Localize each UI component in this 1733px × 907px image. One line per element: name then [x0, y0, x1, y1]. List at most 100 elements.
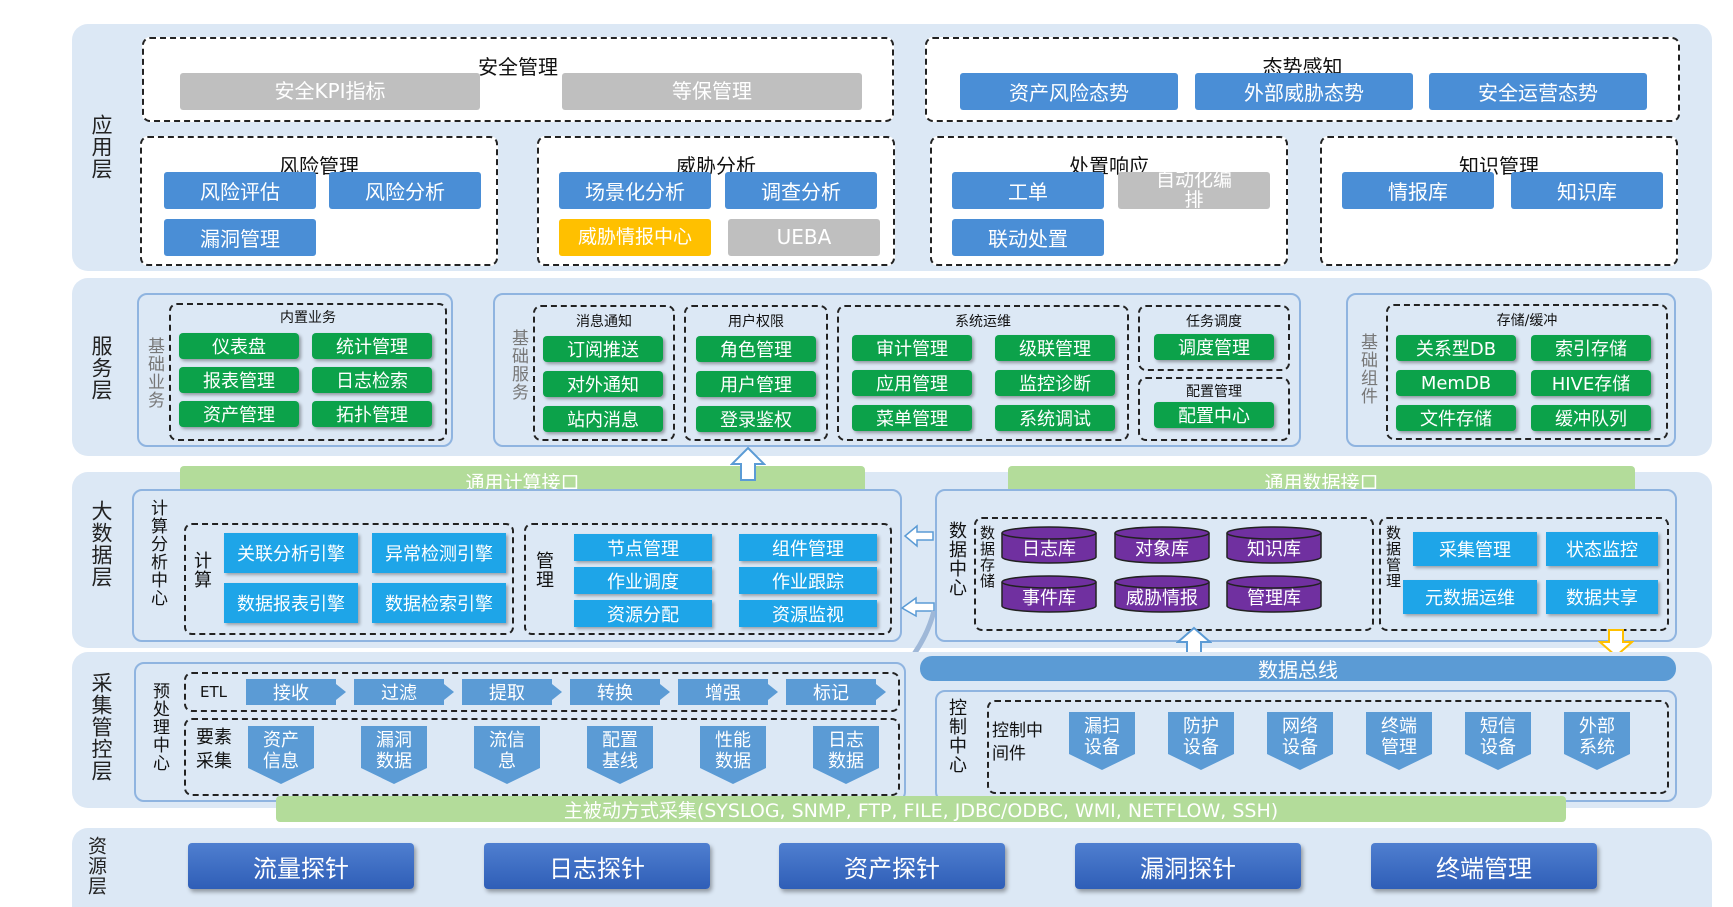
- risk-assessment-button[interactable]: 风险评估: [164, 172, 316, 209]
- cascade-management-button[interactable]: 级联管理: [995, 335, 1115, 361]
- resource-monitor-button[interactable]: 资源监视: [739, 600, 877, 627]
- index-storage-button[interactable]: 索引存储: [1531, 335, 1651, 361]
- resource-allocation-button[interactable]: 资源分配: [574, 600, 712, 627]
- app-management-button[interactable]: 应用管理: [852, 370, 972, 396]
- asset-management-button[interactable]: 资产管理: [179, 401, 299, 427]
- security-management-box: 安全管理 安全KPI指标 等保管理: [142, 37, 894, 122]
- job-tracking-button[interactable]: 作业跟踪: [739, 567, 877, 594]
- ueba-button[interactable]: UEBA: [728, 219, 880, 256]
- element-vuln-data-label: 漏洞数据: [376, 730, 412, 772]
- report-management-button[interactable]: 报表管理: [179, 367, 299, 393]
- audit-management-button[interactable]: 审计管理: [852, 335, 972, 361]
- intel-library-button[interactable]: 情报库: [1342, 172, 1494, 209]
- buffer-queue-button[interactable]: 缓冲队列: [1531, 405, 1651, 431]
- relational-db-button[interactable]: 关系型DB: [1396, 335, 1516, 361]
- collection-management-button[interactable]: 采集管理: [1413, 532, 1537, 566]
- log-db: 日志库: [1001, 526, 1097, 564]
- device-network: 网络设备: [1267, 712, 1333, 770]
- system-debug-button[interactable]: 系统调试: [995, 405, 1115, 431]
- schedule-management-button[interactable]: 调度管理: [1154, 334, 1274, 360]
- risk-analysis-button[interactable]: 风险分析: [329, 172, 481, 209]
- component-management-button[interactable]: 组件管理: [739, 534, 877, 561]
- etl-step-receive: 接收: [246, 679, 336, 705]
- event-db: 事件库: [1001, 575, 1097, 613]
- etl-step-enrich: 增强: [678, 679, 768, 705]
- automation-orchestration-button[interactable]: 自动化编排: [1118, 170, 1270, 209]
- basic-service-group: 基础服务 消息通知 订阅推送 对外通知 站内消息 用户权限 角色管理 用户管理 …: [493, 293, 1301, 447]
- linked-disposal-button[interactable]: 联动处置: [952, 219, 1104, 256]
- data-center-label: 数据中心: [946, 521, 967, 597]
- task-scheduling-box: 任务调度: [1138, 305, 1290, 371]
- node-management-button[interactable]: 节点管理: [574, 534, 712, 561]
- job-scheduling-button[interactable]: 作业调度: [574, 567, 712, 594]
- etl-box: [184, 672, 900, 712]
- status-monitor-button[interactable]: 状态监控: [1546, 532, 1658, 566]
- message-notify-box: 消息通知: [533, 305, 675, 441]
- metadata-ops-button[interactable]: 元数据运维: [1403, 580, 1537, 614]
- search-engine-button[interactable]: 数据检索引擎: [372, 583, 506, 623]
- active-passive-collection-bar: 主被动方式采集(SYSLOG, SNMP, FTP, FILE, JDBC/OD…: [276, 796, 1566, 822]
- threat-intel-db: 威胁情报: [1114, 575, 1210, 613]
- compute-analysis-center: 计算分析中心 计算 关联分析引擎 异常检测引擎 数据报表引擎 数据检索引擎 管理…: [132, 489, 902, 642]
- config-center-button[interactable]: 配置中心: [1154, 402, 1274, 428]
- device-vuln-scanner: 漏扫设备: [1069, 712, 1135, 770]
- external-notify-button[interactable]: 对外通知: [543, 371, 663, 397]
- data-sharing-button[interactable]: 数据共享: [1546, 580, 1658, 614]
- compute-mgmt-box: [524, 523, 892, 635]
- asset-risk-situation-button[interactable]: 资产风险态势: [960, 73, 1178, 110]
- log-search-button[interactable]: 日志检索: [312, 367, 432, 393]
- subscribe-push-button[interactable]: 订阅推送: [543, 336, 663, 362]
- management-db: 管理库: [1226, 575, 1322, 613]
- hive-storage-button[interactable]: HIVE存储: [1531, 370, 1651, 396]
- builtin-business-title: 内置业务: [280, 310, 336, 326]
- device-endpoint-mgmt: 终端管理: [1366, 712, 1432, 770]
- knowledge-db-label: 知识库: [1247, 539, 1301, 560]
- element-flow-info-label: 流信息: [489, 730, 525, 772]
- config-management-box: 配置管理: [1138, 377, 1290, 441]
- security-kpi-button[interactable]: 安全KPI指标: [180, 73, 480, 110]
- task-scheduling-title: 任务调度: [1186, 314, 1242, 330]
- login-auth-button[interactable]: 登录鉴权: [696, 406, 816, 432]
- element-collection-label: 要素采集: [196, 727, 232, 772]
- element-config-baseline: 配置基线: [587, 726, 653, 784]
- config-management-title: 配置管理: [1186, 384, 1242, 400]
- device-external-system-label: 外部系统: [1579, 716, 1615, 758]
- menu-management-button[interactable]: 菜单管理: [852, 405, 972, 431]
- dashboard-button[interactable]: 仪表盘: [179, 333, 299, 359]
- scenario-analysis-button[interactable]: 场景化分析: [559, 172, 711, 209]
- control-center: 控制中心 控制中间件 漏扫设备 防护设备 网络设备 终端管理 短信设备 外部系统: [935, 690, 1677, 802]
- traffic-probe: 流量探针: [188, 843, 414, 889]
- monitor-diagnosis-button[interactable]: 监控诊断: [995, 370, 1115, 396]
- etl-step-transform: 转换: [570, 679, 660, 705]
- classified-protection-button[interactable]: 等保管理: [562, 73, 862, 110]
- inbox-message-button[interactable]: 站内消息: [543, 406, 663, 432]
- role-management-button[interactable]: 角色管理: [696, 336, 816, 362]
- threat-intel-center-button[interactable]: 威胁情报中心: [559, 219, 711, 256]
- work-order-button[interactable]: 工单: [952, 172, 1104, 209]
- anomaly-engine-button[interactable]: 异常检测引擎: [372, 533, 506, 573]
- down-arrow-icon: [1598, 629, 1634, 658]
- user-management-button[interactable]: 用户管理: [696, 371, 816, 397]
- etl-arrow-icon: [552, 684, 562, 700]
- correlation-engine-button[interactable]: 关联分析引擎: [224, 533, 358, 573]
- control-center-label: 控制中心: [946, 698, 967, 774]
- memdb-button[interactable]: MemDB: [1396, 370, 1516, 396]
- file-storage-button[interactable]: 文件存储: [1396, 405, 1516, 431]
- data-bus: 数据总线: [920, 656, 1676, 682]
- left-arrow-icon: [903, 524, 934, 548]
- data-center: 数据中心 数据存储 日志库 对象库 知识库 事件库 威胁情报 管理库 数据管理 …: [935, 489, 1677, 642]
- knowledge-library-button[interactable]: 知识库: [1511, 172, 1663, 209]
- control-middleware-box: [987, 700, 1669, 794]
- report-engine-button[interactable]: 数据报表引擎: [224, 583, 358, 623]
- external-threat-situation-button[interactable]: 外部威胁态势: [1195, 73, 1413, 110]
- topology-management-button[interactable]: 拓扑管理: [312, 401, 432, 427]
- vulnerability-management-button[interactable]: 漏洞管理: [164, 219, 316, 256]
- storage-buffer-box: 存储/缓冲: [1386, 304, 1668, 440]
- device-vuln-scanner-label: 漏扫设备: [1084, 716, 1120, 758]
- device-external-system: 外部系统: [1564, 712, 1630, 770]
- statistics-management-button[interactable]: 统计管理: [312, 333, 432, 359]
- security-ops-situation-button[interactable]: 安全运营态势: [1429, 73, 1647, 110]
- device-protection: 防护设备: [1168, 712, 1234, 770]
- investigation-analysis-button[interactable]: 调查分析: [725, 172, 877, 209]
- service-layer-label: 服务层: [89, 335, 113, 401]
